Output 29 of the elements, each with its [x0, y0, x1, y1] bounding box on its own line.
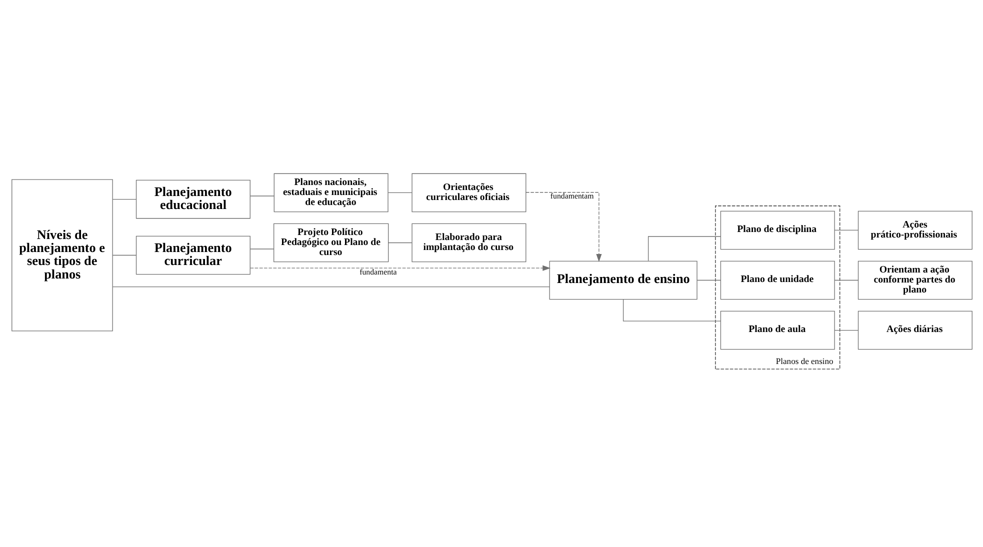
node-box: Plano de aula	[720, 310, 834, 350]
arrow	[525, 192, 602, 262]
connector	[834, 329, 858, 330]
node-box: Planejamento de ensino	[548, 260, 697, 300]
node-box: Orientações curriculares oficiais	[411, 172, 526, 212]
connector	[249, 248, 274, 249]
node-box: Plano de unidade	[720, 260, 834, 300]
connector	[834, 279, 858, 280]
connector	[647, 236, 720, 261]
connector	[112, 254, 136, 256]
node-box: Ações diárias	[857, 310, 972, 350]
connector	[834, 229, 858, 230]
node-box: Ações prático-profissionais	[857, 210, 972, 250]
node-box: Níveis de planejamento e seus tipos de planos	[11, 178, 112, 331]
node-box: Elaborado para implantação do curso	[411, 222, 526, 262]
node-box: Projeto Político Pedagógico ou Plano de curso	[273, 222, 388, 262]
node-box: Plano de disciplina	[720, 210, 834, 250]
connector	[249, 195, 274, 196]
node-box: Planos nacionais, estaduais e municipais de educação	[273, 172, 388, 212]
node-box: Orientam a ação conforme partes do plano	[857, 260, 972, 300]
arrow	[249, 264, 550, 270]
connector	[622, 298, 720, 321]
connector	[387, 192, 412, 193]
node-box: Planejamento educacional	[135, 179, 250, 218]
connector	[112, 286, 550, 287]
connector	[696, 279, 720, 280]
connector	[388, 242, 412, 243]
connector	[112, 198, 136, 200]
node-box: Planejamento curricular	[135, 235, 250, 274]
